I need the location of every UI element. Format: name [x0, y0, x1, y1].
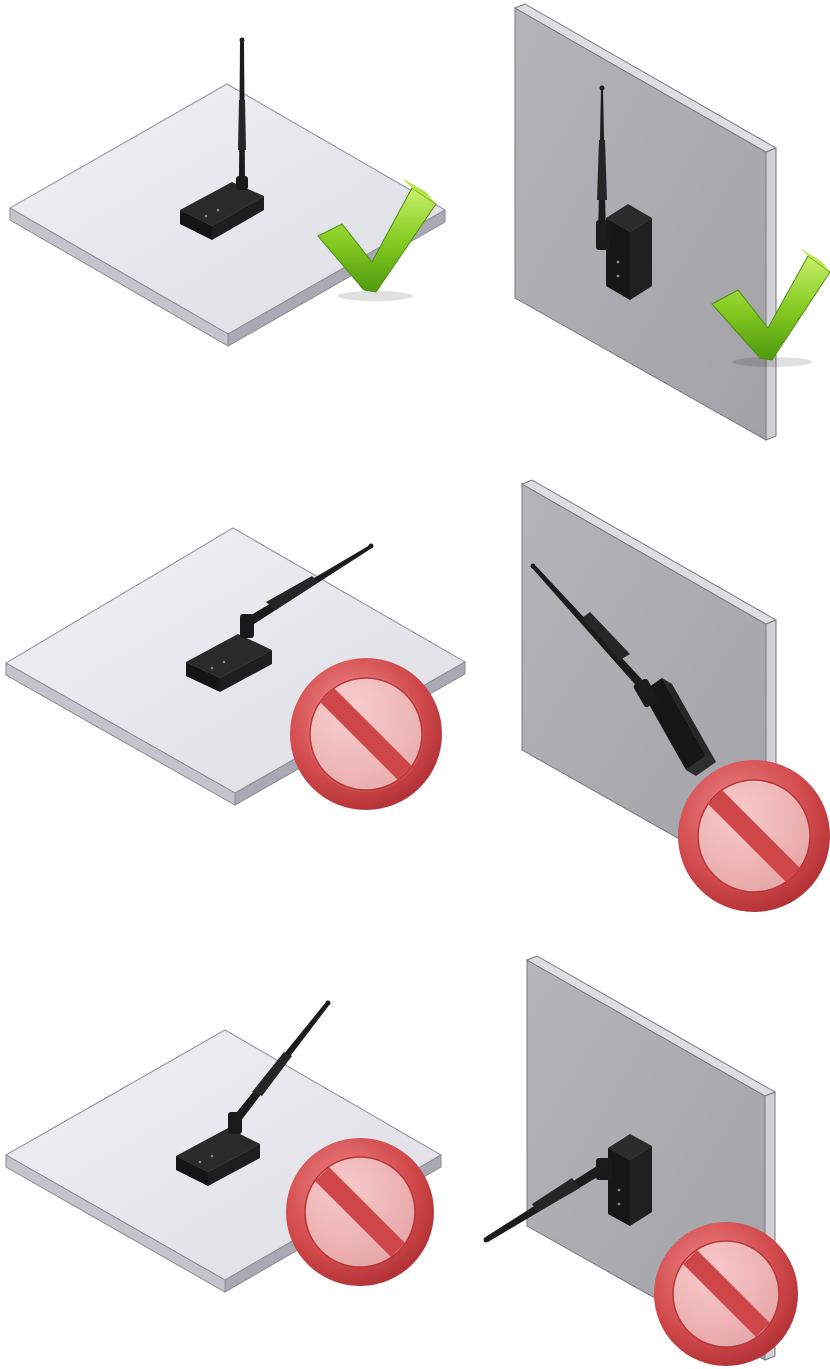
panel-floor-tilted-antenna-2	[6, 1001, 441, 1293]
panel-floor-tilted-antenna	[6, 528, 465, 810]
prohibited-icon	[654, 1222, 798, 1366]
panel-wall-vertical-antenna	[515, 4, 830, 440]
prohibited-icon	[678, 760, 830, 912]
panel-wall-tilted-antenna-2	[484, 956, 799, 1366]
panel-floor-vertical-antenna	[10, 38, 445, 347]
wireless-sensor-device	[608, 1134, 652, 1226]
wireless-sensor-device	[606, 204, 652, 300]
prohibited-icon	[286, 1138, 434, 1286]
panel-wall-tilted-antenna	[522, 480, 830, 912]
prohibited-icon	[290, 658, 442, 810]
